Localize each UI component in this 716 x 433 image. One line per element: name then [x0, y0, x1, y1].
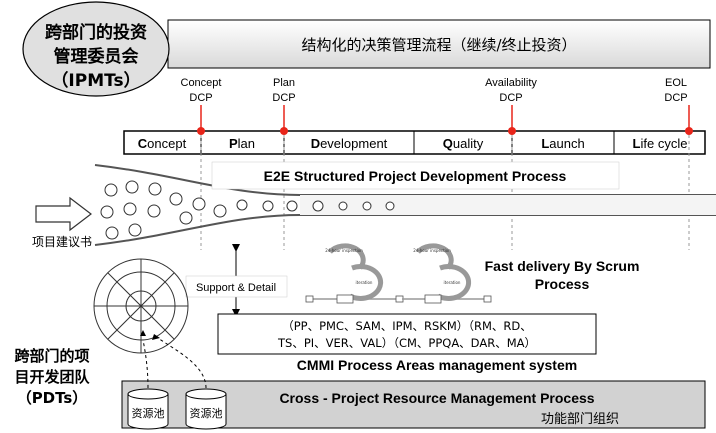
svg-text:iteration: iteration: [444, 280, 461, 285]
funnel: [94, 164, 716, 246]
phase-development: Development: [311, 136, 388, 151]
scrum-line1: Fast delivery By Scrum: [485, 258, 640, 274]
decision-flow-banner: [167, 19, 711, 69]
dcp-marker-concept: [197, 105, 205, 250]
cmmi-line2: TS、PI、VER、VAL）（CM、PPQA、DAR、MA）: [277, 336, 536, 350]
svg-text:24-hour inspection: 24-hour inspection: [325, 248, 363, 253]
phase-concept: Concept: [138, 136, 187, 151]
resource-title: Cross - Project Resource Management Proc…: [279, 390, 594, 406]
resource-pool-2: [185, 388, 227, 430]
phase-bar: [123, 130, 706, 155]
dcp-marker-eol: [685, 105, 693, 250]
pdt-dashed-links: [142, 337, 207, 389]
e2e-title: E2E Structured Project Development Proce…: [264, 168, 567, 184]
svg-text:24-hour inspection: 24-hour inspection: [413, 248, 451, 253]
resource-pool-2-label: 资源池: [190, 406, 223, 420]
dcp-plan-line2: DCP: [272, 92, 295, 104]
e2e-title-box: [211, 161, 620, 190]
pdt-link-arrowhead-1: [140, 330, 146, 336]
pdt-radial-diagram: [93, 258, 189, 354]
funnel-balls: [100, 180, 395, 240]
dcp-concept-line2: DCP: [189, 92, 212, 104]
dcp-marker-plan: [280, 105, 288, 250]
dcp-eol-line2: DCP: [664, 92, 687, 104]
phase-life-cycle: Life cycle: [633, 136, 688, 151]
svg-text:iteration: iteration: [356, 280, 373, 285]
cmmi-line1: （PP、PMC、SAM、IPM、RSKM）（RM、RD、: [282, 319, 532, 333]
dcp-availability-line2: DCP: [499, 92, 522, 104]
phase-launch: Launch: [541, 136, 584, 151]
proposal-label: 项目建议书: [32, 235, 92, 249]
ipmt-line1: 跨部门的投资: [45, 22, 147, 43]
ipmt-line2: 管理委员会: [54, 46, 139, 67]
decision-flow-text: 结构化的决策管理流程（继续/终止投资）: [301, 36, 576, 54]
dcp-plan-line1: Plan: [273, 77, 295, 89]
dcp-availability-line1: Availability: [485, 77, 537, 89]
dcp-marker-availability: [508, 105, 516, 250]
scrum-cycle-2: 24-hour inspection iteration: [402, 243, 492, 304]
resource-pool-1: [127, 388, 169, 430]
resource-pool-1-label: 资源池: [132, 406, 165, 420]
support-box: [185, 275, 288, 298]
phase-plan: Plan: [229, 136, 255, 151]
ipmt-line3: （IPMTs）: [51, 70, 140, 91]
dcp-eol-line1: EOL: [665, 77, 687, 89]
scrum-line2: Process: [535, 276, 590, 292]
cmmi-title: CMMI Process Areas management system: [297, 357, 577, 373]
support-label: Support & Detail: [196, 282, 276, 294]
pdt-line2: 目开发团队: [14, 368, 90, 386]
pdt-line1: 跨部门的项: [14, 347, 89, 365]
pdt-line3: （PDTs）: [17, 389, 88, 407]
dcp-concept-line1: Concept: [181, 77, 222, 89]
cmmi-box: [217, 313, 597, 355]
input-arrow: [35, 196, 92, 232]
pdt-link-arrowhead-2: [152, 334, 160, 340]
resource-dept: 功能部门组织: [541, 412, 619, 427]
phase-quality: Quality: [443, 136, 484, 151]
scrum-cycle-1: 24-hour inspection iteration: [305, 243, 404, 304]
ipmt-circle: [22, 1, 170, 97]
